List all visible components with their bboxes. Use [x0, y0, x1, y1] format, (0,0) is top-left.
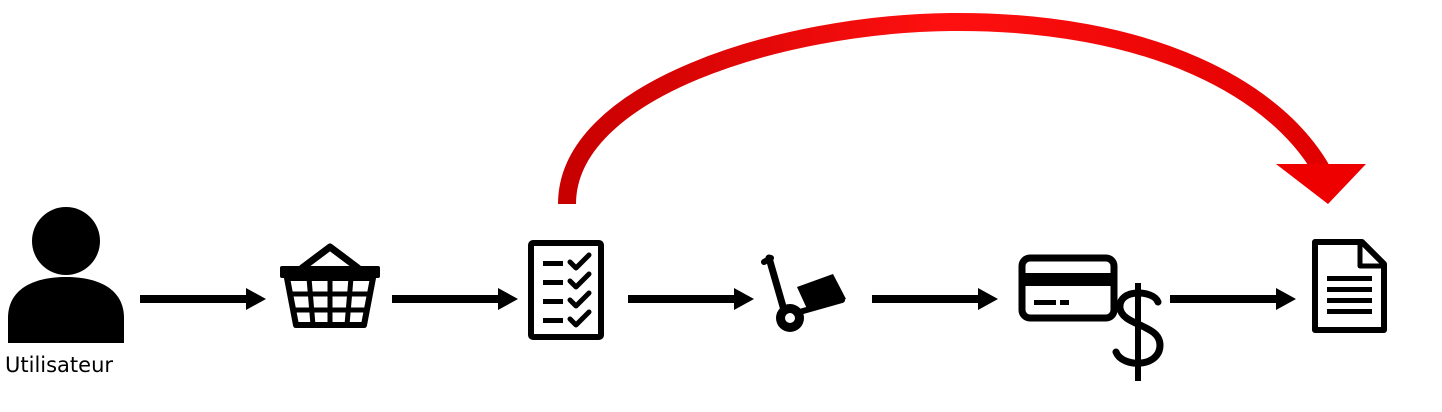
checklist-icon: [528, 240, 604, 340]
document-icon: [1312, 239, 1387, 333]
flow-arrow-3: [628, 288, 754, 310]
user-icon: [8, 207, 124, 343]
hand-truck-icon: [761, 254, 846, 332]
user-label: Utilisateur: [5, 353, 113, 377]
skip-arrow: [558, 12, 1366, 205]
credit-card-dollar-icon: [1018, 254, 1164, 381]
basket-icon: [280, 243, 380, 328]
flow-arrow-1: [140, 288, 266, 310]
flow-arrow-5: [1170, 288, 1296, 310]
flow-arrow-4: [872, 288, 998, 310]
flow-arrow-2: [392, 288, 518, 310]
